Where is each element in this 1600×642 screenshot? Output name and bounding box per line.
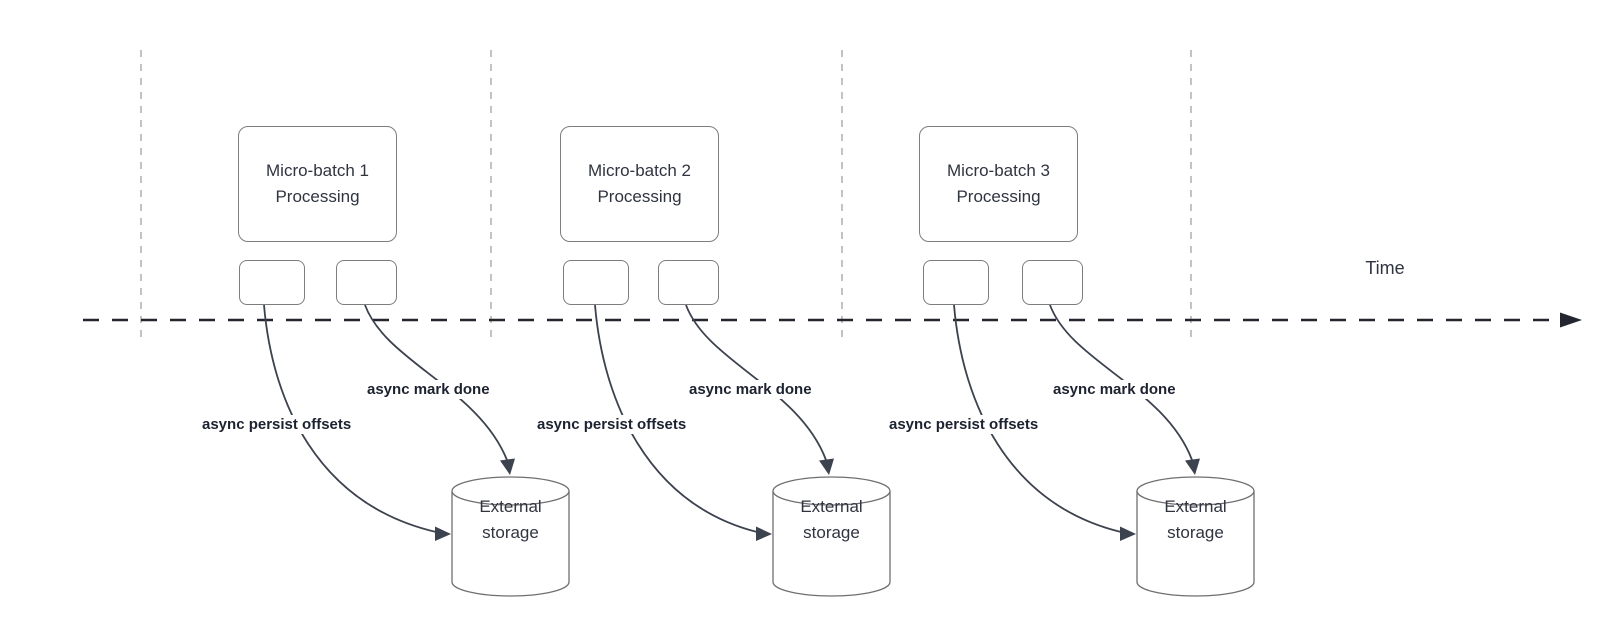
timeline-arrowhead-icon (1560, 312, 1582, 328)
persist-arrowhead-icon-2 (756, 526, 772, 541)
mark-arrowhead-icon-1 (500, 458, 515, 475)
mark-done-arrow-1 (364, 304, 508, 461)
external-storage-cylinder-2: External storage (772, 476, 891, 598)
mini-box-1-left (239, 260, 305, 305)
micro-batch-2-label-line2: Processing (597, 187, 682, 206)
micro-batch-3-label-line2: Processing (956, 187, 1041, 206)
mini-box-3-left (923, 260, 989, 305)
external-storage-cylinder-1: External storage (451, 476, 570, 598)
async-persist-offsets-label-2: async persist offsets (534, 415, 690, 434)
micro-batch-3-box: Micro-batch 3 Processing (919, 126, 1078, 242)
persist-offsets-arrow-2 (594, 304, 758, 533)
external-storage-text-3: External storage (1164, 497, 1227, 542)
mark-arrowhead-icon-3 (1185, 458, 1200, 475)
mark-arrowhead-icon-2 (819, 458, 834, 475)
mark-done-arrow-3 (1049, 304, 1193, 461)
async-mark-done-label-2: async mark done (686, 380, 815, 399)
external-storage-text-2: External storage (800, 497, 863, 542)
persist-offsets-arrow-3 (953, 304, 1122, 533)
database-cylinder-icon-1 (451, 476, 570, 597)
async-mark-done-label-1: async mark done (364, 380, 493, 399)
mark-done-arrow-2 (685, 304, 827, 461)
persist-arrowhead-icon-3 (1120, 526, 1136, 541)
persist-offsets-arrow-1 (263, 304, 437, 533)
micro-batch-2-box: Micro-batch 2 Processing (560, 126, 719, 242)
time-axis-label: Time (1365, 258, 1405, 278)
mini-box-2-right (658, 260, 719, 305)
async-persist-offsets-label-3: async persist offsets (886, 415, 1042, 434)
micro-batch-1-label-line1: Micro-batch 1 (266, 161, 369, 180)
external-storage-text-1: External storage (479, 497, 542, 542)
database-cylinder-icon-2 (772, 476, 891, 597)
database-cylinder-icon-3 (1136, 476, 1255, 597)
micro-batch-2-label-line1: Micro-batch 2 (588, 161, 691, 180)
mini-box-1-right (336, 260, 397, 305)
async-persist-offsets-label-1: async persist offsets (199, 415, 355, 434)
micro-batch-1-box: Micro-batch 1 Processing (238, 126, 397, 242)
micro-batch-3-label-line1: Micro-batch 3 (947, 161, 1050, 180)
async-mark-done-label-3: async mark done (1050, 380, 1179, 399)
mini-box-2-left (563, 260, 629, 305)
external-storage-cylinder-3: External storage (1136, 476, 1255, 598)
micro-batch-1-label-line2: Processing (275, 187, 360, 206)
mini-box-3-right (1022, 260, 1083, 305)
persist-arrowhead-icon-1 (435, 526, 451, 541)
